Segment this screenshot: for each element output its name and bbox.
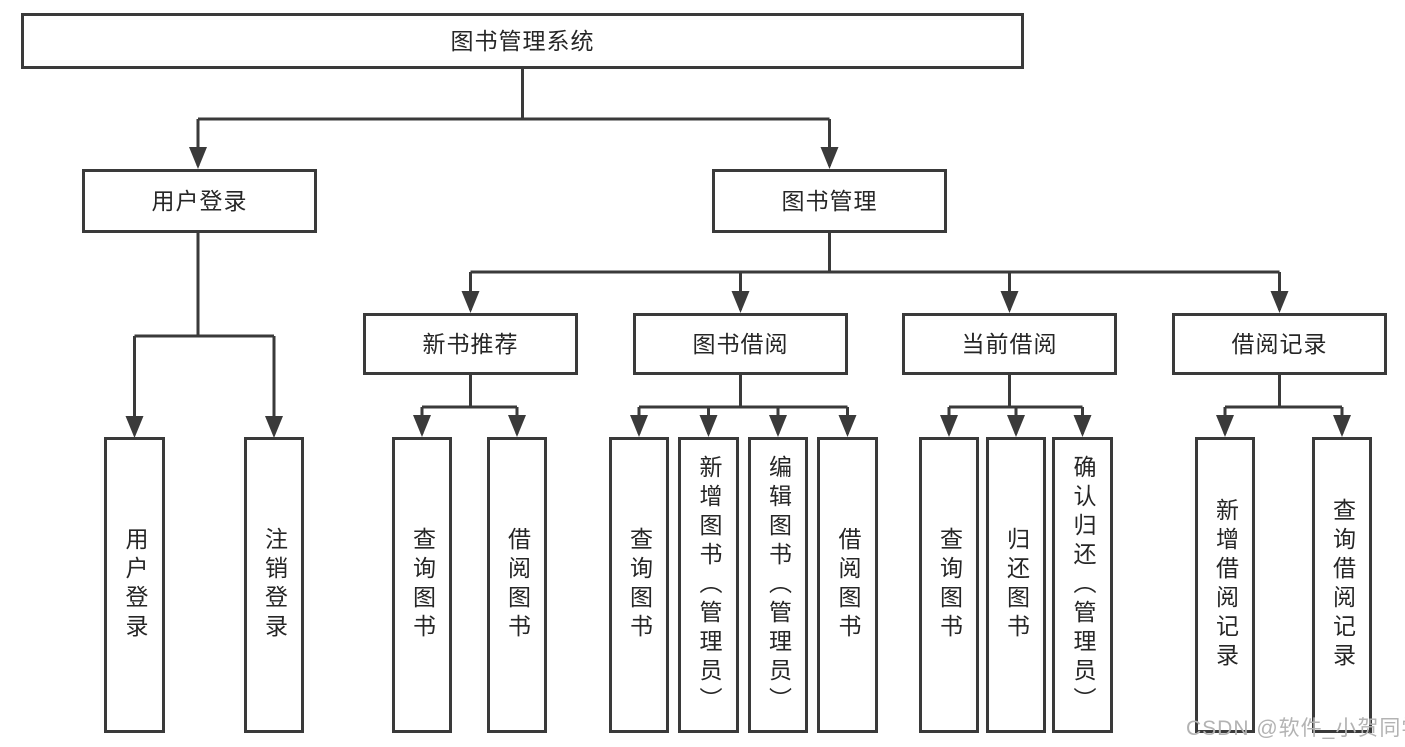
node-book-management: 图书管理: [712, 169, 947, 233]
node-borrowing-records-label: 借阅记录: [1231, 330, 1328, 357]
leaf-return-books-label: 归还图书: [1003, 527, 1030, 643]
node-user-login-label: 用户登录: [151, 187, 248, 214]
node-borrowing-records: 借阅记录: [1172, 313, 1387, 375]
leaf-edit-books-admin: 编辑图书（管理员）: [748, 437, 808, 733]
leaf-edit-books-admin-label: 编辑图书（管理员）: [765, 454, 792, 716]
leaf-confirm-return-admin: 确认归还（管理员）: [1052, 437, 1113, 733]
leaf-borrow-books: 借阅图书: [817, 437, 878, 733]
node-current-borrowing: 当前借阅: [902, 313, 1117, 375]
node-library-management-system: 图书管理系统: [21, 13, 1024, 69]
leaf-logout-label: 注销登录: [261, 527, 288, 643]
node-library-management-system-label: 图书管理系统: [450, 27, 595, 54]
leaf-query-books-recommend: 查询图书: [392, 437, 452, 733]
leaf-confirm-return-admin-label: 确认归还（管理员）: [1070, 454, 1096, 716]
node-new-book-recommendation: 新书推荐: [363, 313, 578, 375]
node-book-management-label: 图书管理: [781, 187, 878, 214]
leaf-add-borrowing-record: 新增借阅记录: [1195, 437, 1255, 733]
node-book-borrowing-label: 图书借阅: [692, 330, 789, 357]
leaf-add-books-admin-label: 新增图书（管理员）: [696, 454, 722, 716]
leaf-add-borrowing-record-label: 新增借阅记录: [1212, 498, 1239, 672]
leaf-query-books-borrowing-label: 查询图书: [626, 527, 653, 643]
leaf-query-books-current: 查询图书: [919, 437, 979, 733]
leaf-logout: 注销登录: [244, 437, 304, 733]
leaf-query-books-borrowing: 查询图书: [609, 437, 669, 733]
node-new-book-recommendation-label: 新书推荐: [422, 330, 519, 357]
leaf-borrow-books-recommend-label: 借阅图书: [504, 527, 531, 643]
leaf-user-login: 用户登录: [104, 437, 165, 733]
leaf-query-books-recommend-label: 查询图书: [409, 527, 436, 643]
node-user-login: 用户登录: [82, 169, 317, 233]
leaf-add-books-admin: 新增图书（管理员）: [678, 437, 739, 733]
leaf-return-books: 归还图书: [986, 437, 1046, 733]
leaf-user-login-label: 用户登录: [122, 527, 148, 643]
leaf-query-borrowing-record-label: 查询借阅记录: [1329, 498, 1356, 672]
leaf-query-borrowing-record: 查询借阅记录: [1312, 437, 1372, 733]
leaf-borrow-books-label: 借阅图书: [835, 527, 861, 643]
csdn-watermark: CSDN @软件_小贺同学: [1186, 717, 1405, 740]
node-current-borrowing-label: 当前借阅: [961, 330, 1058, 357]
node-book-borrowing: 图书借阅: [633, 313, 848, 375]
leaf-borrow-books-recommend: 借阅图书: [487, 437, 547, 733]
leaf-query-books-current-label: 查询图书: [936, 527, 963, 643]
